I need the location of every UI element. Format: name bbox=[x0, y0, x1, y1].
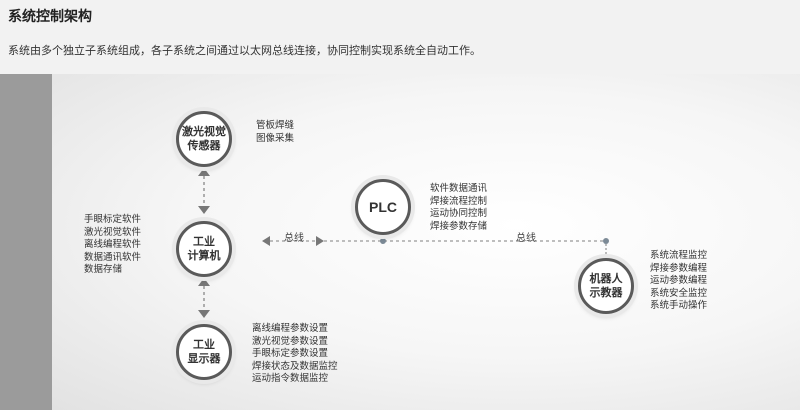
list-item: 焊接流程控制 bbox=[430, 195, 488, 207]
list-item: 手眼标定软件 bbox=[84, 214, 142, 225]
list-item: 数据通讯软件 bbox=[84, 251, 142, 263]
node-plc: PLC bbox=[355, 179, 411, 235]
node-laser-vision-sensor: 激光视觉 传感器 bbox=[176, 111, 232, 167]
bus-label: 总线 bbox=[284, 233, 304, 244]
list-item: 焊接参数存储 bbox=[430, 220, 488, 232]
list-item: 运动参数编程 bbox=[650, 275, 708, 286]
list-item: 焊接状态及数据监控 bbox=[252, 360, 338, 372]
arrow-down-icon bbox=[198, 310, 210, 318]
list-item: 系统手动操作 bbox=[650, 300, 708, 311]
plc-function-list: 软件数据通讯 焊接流程控制 运动协同控制 焊接参数存储 bbox=[430, 183, 487, 233]
side-bar bbox=[0, 74, 52, 410]
list-item: 数据存储 bbox=[84, 264, 123, 275]
list-item: 离线编程参数设置 bbox=[252, 323, 329, 334]
list-item: 手眼标定参数设置 bbox=[252, 348, 329, 359]
node-industrial-display: 工业 显示器 bbox=[176, 324, 232, 380]
arrow-down-icon bbox=[198, 206, 210, 214]
list-item: 系统流程监控 bbox=[650, 250, 708, 261]
bus-label: 总线 bbox=[516, 233, 536, 244]
page-title: 系统控制架构 bbox=[8, 9, 92, 25]
node-industrial-computer: 工业 计算机 bbox=[176, 221, 232, 277]
page-description: 系统由多个独立子系统组成，各子系统之间通过以太网总线连接，协同控制实现系统全自动… bbox=[8, 44, 481, 57]
list-item: 运动指令数据监控 bbox=[252, 373, 329, 384]
bus-junction-dot bbox=[603, 238, 609, 244]
list-item: 离线编程软件 bbox=[84, 239, 142, 250]
bus-junction-dot bbox=[380, 238, 386, 244]
list-item: 图像采集 bbox=[256, 132, 295, 144]
arrow-right-icon bbox=[316, 236, 324, 246]
list-item: 激光视觉参数设置 bbox=[252, 335, 329, 347]
arrow-up-icon bbox=[198, 278, 210, 286]
computer-function-list: 手眼标定软件 激光视觉软件 离线编程软件 数据通讯软件 数据存储 bbox=[84, 214, 141, 277]
list-item: 激光视觉软件 bbox=[84, 226, 142, 238]
header: 系统控制架构 系统由多个独立子系统组成，各子系统之间通过以太网总线连接，协同控制… bbox=[0, 0, 800, 74]
arrow-up-icon bbox=[198, 168, 210, 176]
arrow-left-icon bbox=[262, 236, 270, 246]
node-robot-teach-pendant: 机器人 示教器 bbox=[578, 258, 634, 314]
pendant-function-list: 系统流程监控 焊接参数编程 运动参数编程 系统安全监控 系统手动操作 bbox=[650, 250, 707, 313]
list-item: 焊接参数编程 bbox=[650, 262, 708, 274]
list-item: 软件数据通讯 bbox=[430, 183, 488, 194]
list-item: 系统安全监控 bbox=[650, 287, 708, 299]
list-item: 管板焊缝 bbox=[256, 120, 295, 131]
architecture-diagram: 激光视觉 传感器 工业 计算机 工业 显示器 PLC 机器人 示教器 管板焊缝 … bbox=[0, 74, 800, 410]
sensor-function-list: 管板焊缝 图像采集 bbox=[256, 120, 294, 145]
list-item: 运动协同控制 bbox=[430, 208, 488, 219]
display-function-list: 离线编程参数设置 激光视觉参数设置 手眼标定参数设置 焊接状态及数据监控 运动指… bbox=[252, 323, 338, 386]
